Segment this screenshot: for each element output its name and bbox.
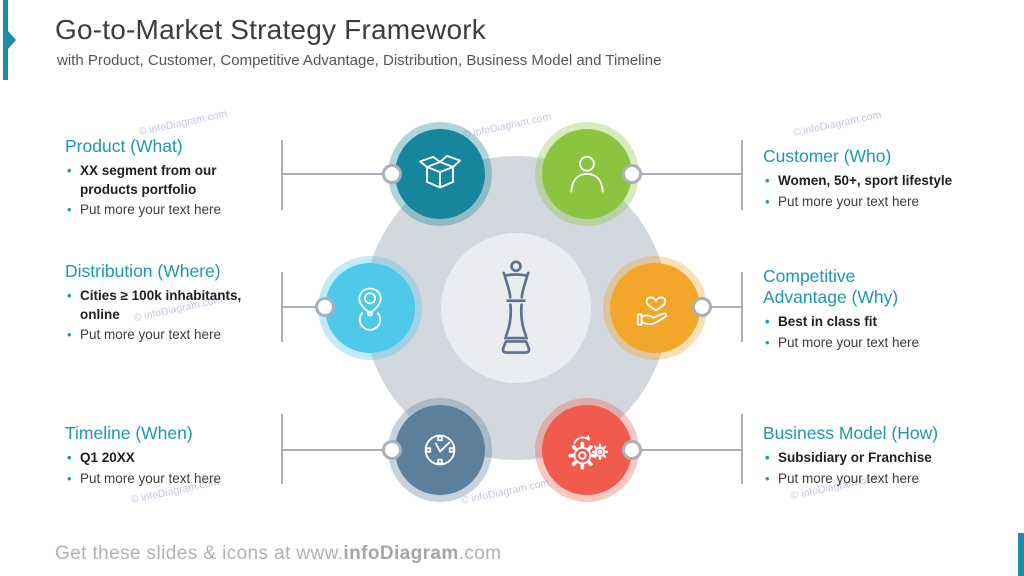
node-distribution	[325, 263, 415, 353]
node-competitive-advantage	[610, 263, 700, 353]
connector-line	[281, 449, 387, 451]
footer-prefix: Get these slides & icons at www.	[55, 543, 344, 564]
section-heading: Timeline (When)	[65, 423, 193, 443]
slide-title: Go-to-Market Strategy Framework	[55, 14, 486, 45]
title-accent-bar	[3, 0, 8, 80]
node-timeline	[395, 405, 485, 495]
node-business-model	[542, 405, 632, 495]
chess-king-icon	[501, 260, 531, 354]
connector-bracket	[741, 140, 743, 210]
hand-heart-icon	[636, 296, 668, 326]
bullet-item: Put more your text here	[65, 201, 260, 220]
bullet-item: Cities ≥ 100k inhabitants, online	[65, 287, 260, 324]
connector-line	[637, 449, 743, 451]
watermark: © infoDiagram.com	[137, 107, 229, 139]
bullet-item: Q1 20XX	[65, 449, 260, 468]
section-timeline: Timeline (When) Q1 20XX Put more your te…	[65, 423, 260, 490]
gears-icon	[568, 435, 609, 470]
node-product	[395, 129, 485, 219]
footer-credit: Get these slides & icons at www.infoDiag…	[55, 543, 501, 565]
connector-bracket	[281, 140, 283, 210]
section-heading: Distribution (Where)	[65, 261, 221, 281]
watermark: © infoDiagram.com	[791, 108, 883, 140]
bullet-item: Put more your text here	[65, 470, 260, 489]
clock-icon	[424, 434, 456, 466]
section-heading: Product (What)	[65, 136, 183, 156]
bullet-item: Put more your text here	[65, 326, 260, 345]
bullet-item: XX segment from our products portfolio	[65, 162, 260, 199]
connector-line	[281, 173, 387, 175]
connector-dot	[622, 440, 642, 460]
section-heading: Business Model (How)	[763, 423, 939, 443]
bullet-item: Women, 50+, sport lifestyle	[763, 172, 958, 191]
open-box-icon	[419, 154, 461, 189]
watermark: © infoDiagram.com	[459, 476, 551, 508]
bullet-item: Put more your text here	[763, 470, 973, 489]
connector-line	[637, 173, 743, 175]
connector-dot	[622, 164, 642, 184]
footer-suffix: .com	[458, 543, 502, 564]
connector-dot	[382, 164, 402, 184]
section-business-model: Business Model (How) Subsidiary or Franc…	[763, 423, 973, 490]
edge-accent-bar	[1018, 533, 1024, 576]
section-heading: Customer (Who)	[763, 146, 892, 166]
bullet-item: Put more your text here	[763, 334, 941, 353]
slide-subtitle: with Product, Customer, Competitive Adva…	[57, 52, 662, 69]
connector-dot	[315, 297, 335, 317]
section-heading: Competitive Advantage (Why)	[763, 266, 899, 307]
section-customer: Customer (Who) Women, 50+, sport lifesty…	[763, 146, 958, 213]
section-competitive-advantage: Competitive Advantage (Why) Best in clas…	[763, 266, 941, 354]
bullet-item: Best in class fit	[763, 313, 941, 332]
footer-brand: infoDiagram	[343, 543, 459, 564]
node-customer	[542, 129, 632, 219]
connector-dot	[692, 297, 712, 317]
hub-inner-circle	[441, 233, 591, 383]
title-accent-arrow-icon	[8, 31, 16, 49]
location-pin-icon	[358, 287, 382, 331]
connector-line	[701, 306, 743, 308]
watermark: © infoDiagram.com	[461, 110, 553, 142]
person-icon	[570, 155, 604, 193]
section-product: Product (What) XX segment from our produ…	[65, 136, 260, 222]
bullet-item: Put more your text here	[763, 193, 958, 212]
connector-line	[281, 306, 323, 308]
connector-dot	[382, 440, 402, 460]
bullet-item: Subsidiary or Franchise	[763, 449, 973, 468]
section-distribution: Distribution (Where) Cities ≥ 100k inhab…	[65, 261, 260, 347]
